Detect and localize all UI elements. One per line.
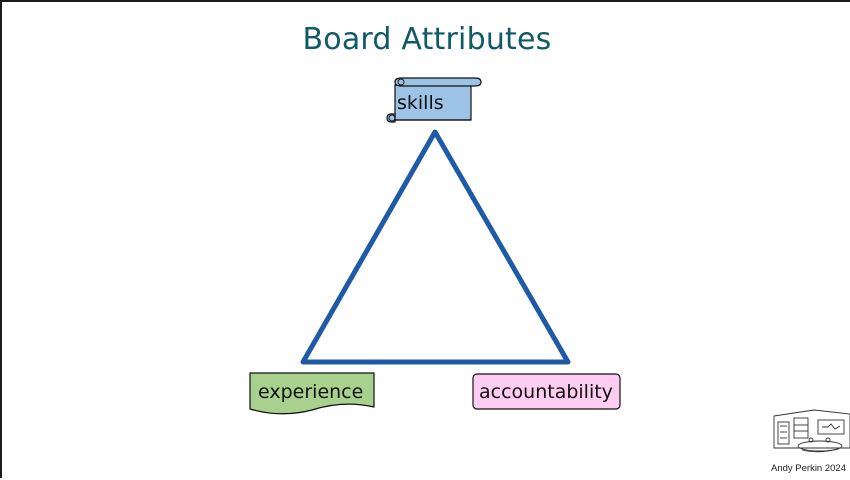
experience-document-shape — [249, 372, 375, 415]
author-credit: Andy Perkin 2024 — [771, 463, 846, 474]
slide-title: Board Attributes — [302, 22, 552, 57]
room-sketch-logo — [773, 409, 850, 453]
skills-label: skills — [397, 92, 444, 114]
attributes-triangle — [300, 129, 571, 365]
accountability-box-shape — [472, 373, 621, 410]
accountability-label: accountability — [479, 381, 613, 403]
experience-label: experience — [258, 381, 364, 403]
skills-scroll-shape — [386, 77, 482, 123]
